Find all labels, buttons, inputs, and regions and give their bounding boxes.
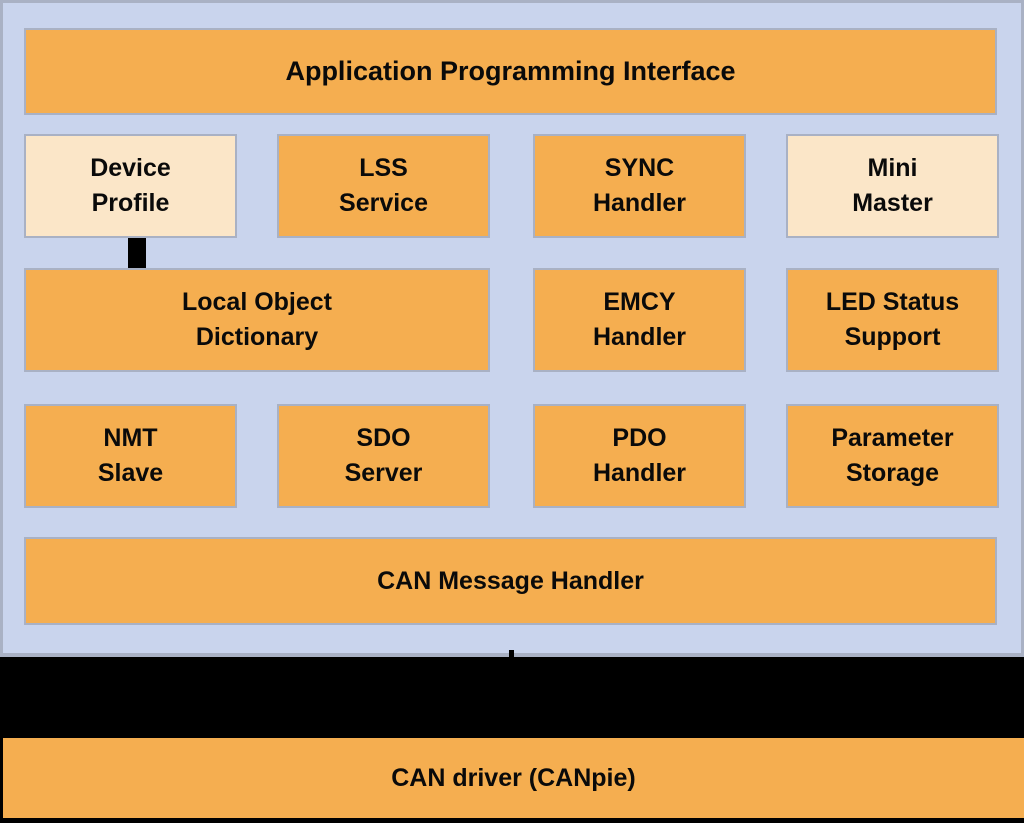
block-can-message-handler: CAN Message Handler — [24, 537, 997, 625]
block-label: CAN Message Handler — [377, 566, 644, 595]
device-profile-dictionary-connector — [128, 236, 146, 270]
block-sdo-server: SDO Server — [277, 404, 490, 508]
block-led-status-support: LED Status Support — [786, 268, 999, 372]
block-sync-handler: SYNC Handler — [533, 134, 746, 238]
block-label: Device Profile — [90, 154, 171, 217]
block-application-programming-interface: Application Programming Interface — [24, 28, 997, 115]
tick-mark — [509, 650, 514, 659]
block-label: NMT Slave — [97, 424, 164, 487]
block-pdo-handler: PDO Handler — [533, 404, 746, 508]
block-label: LSS Service — [339, 154, 428, 217]
block-mini-master: Mini Master — [786, 134, 999, 238]
block-parameter-storage: Parameter Storage — [786, 404, 999, 508]
block-can-driver-canpie: CAN driver (CANpie) — [3, 738, 1024, 818]
block-label: SYNC Handler — [592, 154, 687, 217]
block-emcy-handler: EMCY Handler — [533, 268, 746, 372]
block-label: Mini Master — [852, 154, 933, 217]
block-label: EMCY Handler — [592, 288, 687, 351]
block-label: Parameter Storage — [831, 424, 954, 487]
block-label: LED Status Support — [825, 288, 960, 351]
block-label: PDO Handler — [592, 424, 687, 487]
block-nmt-slave: NMT Slave — [24, 404, 237, 508]
block-label: Application Programming Interface — [285, 55, 736, 86]
block-label: CAN driver (CANpie) — [391, 763, 636, 792]
block-lss-service: LSS Service — [277, 134, 490, 238]
block-label: Local Object Dictionary — [181, 288, 333, 351]
block-device-profile: Device Profile — [24, 134, 237, 238]
block-local-object-dictionary: Local Object Dictionary — [24, 268, 490, 372]
block-label: SDO Server — [344, 424, 423, 487]
